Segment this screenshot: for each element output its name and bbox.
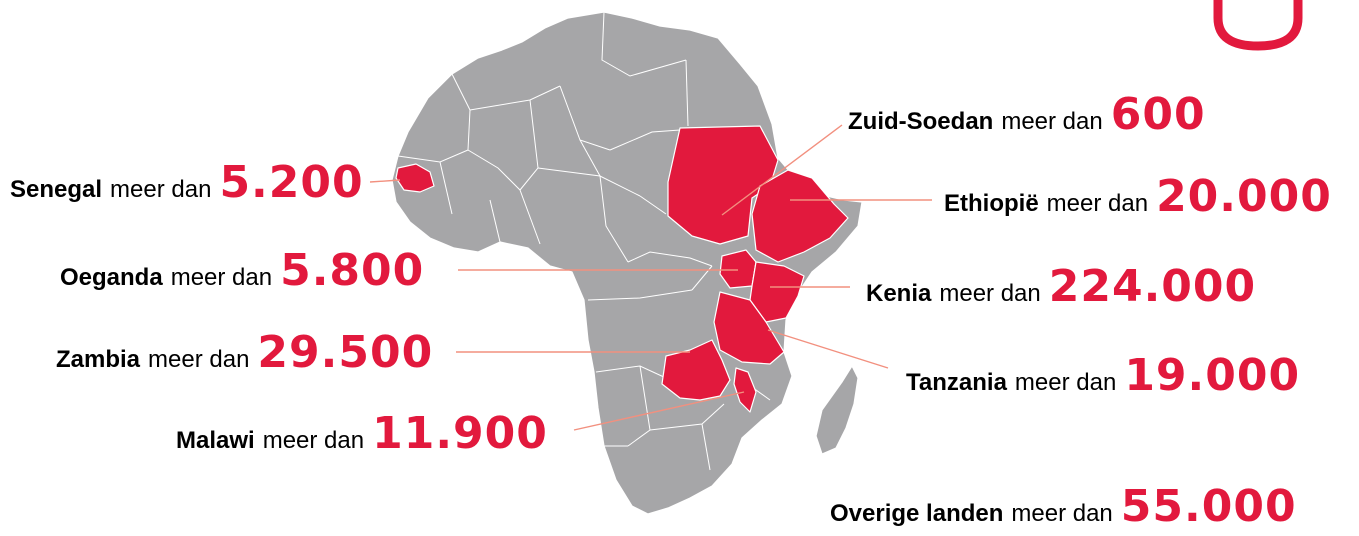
- label-malawi-connector: meer dan: [262, 427, 365, 454]
- label-ethiopie-name: Ethiopië: [944, 190, 1039, 217]
- label-ethiopie-connector: meer dan: [1046, 190, 1149, 217]
- label-senegal-connector: meer dan: [110, 176, 212, 203]
- label-malawi: Malawi meer dan 11.900: [176, 412, 548, 456]
- label-oeganda-name: Oeganda: [60, 264, 163, 291]
- label-senegal-value: 5.200: [219, 157, 364, 208]
- label-ethiopie-value: 20.000: [1156, 171, 1332, 222]
- label-tanzania-connector: meer dan: [1014, 369, 1117, 396]
- country-borders: [397, 11, 771, 471]
- label-zuid-soedan: Zuid-Soedan meer dan 600: [848, 93, 1206, 137]
- label-tanzania-name: Tanzania: [906, 369, 1007, 396]
- label-kenia-value: 224.000: [1048, 261, 1257, 312]
- label-tanzania-value: 19.000: [1124, 350, 1301, 401]
- label-overige-landen-connector: meer dan: [1011, 500, 1113, 527]
- ethiopie-shape: [751, 169, 849, 263]
- label-oeganda-connector: meer dan: [170, 264, 273, 291]
- label-ethiopie: Ethiopië meer dan 20.000: [944, 175, 1332, 219]
- label-oeganda-value: 5.800: [280, 245, 425, 296]
- label-malawi-name: Malawi: [176, 427, 255, 454]
- oeganda-shape: [719, 249, 757, 289]
- label-zuid-soedan-name: Zuid-Soedan: [848, 108, 994, 135]
- label-oeganda: Oeganda meer dan 5.800: [60, 249, 424, 293]
- label-zambia-value: 29.500: [257, 327, 434, 378]
- label-overige-landen: Overige landen meer dan 55.000: [830, 485, 1297, 529]
- label-kenia-name: Kenia: [866, 280, 932, 307]
- label-senegal-name: Senegal: [10, 176, 103, 203]
- label-zambia: Zambia meer dan 29.500: [56, 331, 433, 375]
- label-overige-landen-value: 55.000: [1120, 481, 1297, 532]
- label-kenia-connector: meer dan: [939, 280, 1041, 307]
- zuid-soedan-leader: [721, 124, 843, 216]
- tanzania-shape: [713, 291, 785, 365]
- label-zambia-name: Zambia: [56, 346, 141, 373]
- madagascar-island: [815, 365, 859, 455]
- label-senegal: Senegal meer dan 5.200: [10, 161, 364, 205]
- label-overige-landen-name: Overige landen: [830, 500, 1004, 527]
- label-kenia: Kenia meer dan 224.000: [866, 265, 1256, 309]
- malawi-shape: [733, 367, 757, 413]
- label-zuid-soedan-connector: meer dan: [1001, 108, 1103, 135]
- tanzania-leader: [767, 329, 889, 369]
- label-malawi-value: 11.900: [372, 408, 548, 459]
- zuid-soedan-shape: [667, 125, 779, 245]
- zambia-shape: [661, 339, 731, 401]
- label-tanzania: Tanzania meer dan 19.000: [906, 354, 1300, 398]
- label-zambia-connector: meer dan: [148, 346, 250, 373]
- logo-ring-shape: [1213, 0, 1303, 51]
- malawi-leader: [573, 391, 745, 431]
- label-zuid-soedan-value: 600: [1110, 89, 1206, 140]
- senegal-leader: [369, 179, 401, 183]
- kenia-shape: [749, 261, 805, 323]
